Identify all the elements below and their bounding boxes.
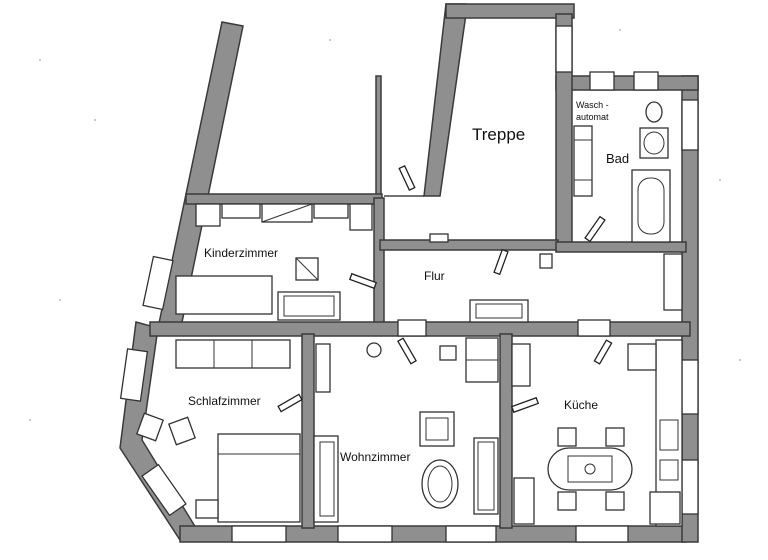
bad-wall-bottom (555, 241, 687, 253)
wohnzimmer-kueche-wall (499, 333, 513, 529)
kueche-chair-3 (557, 491, 577, 511)
schlaf-nightstand-1 (195, 499, 219, 519)
door-stair (384, 164, 424, 197)
bad-sink (639, 127, 669, 159)
window-bottom-1 (231, 525, 287, 543)
label-bad: Bad (606, 151, 629, 166)
kueche-shelf (511, 343, 531, 387)
kueche-corner-unit (649, 491, 681, 525)
kinder-sofa (277, 291, 341, 321)
schlafzimmer-wohnzimmer-wall (301, 333, 315, 529)
window-schlaf-left (119, 348, 149, 402)
door-bad (584, 215, 606, 243)
wohn-armchair (419, 411, 455, 447)
corridor-wall-thin (375, 75, 382, 197)
label-schlafzimmer: Schlafzimmer (188, 394, 261, 408)
label-flur: Flur (424, 269, 445, 283)
kueche-sideboard-bottom (513, 477, 535, 525)
furniture (136, 101, 683, 527)
door-kueche (510, 396, 540, 414)
window-bad-1 (589, 71, 615, 91)
label-treppe: Treppe (472, 125, 525, 144)
window-middle-1 (397, 319, 427, 337)
bad-toilet (645, 101, 663, 123)
kueche-chair-2 (605, 427, 625, 447)
kinder-shelf-3 (313, 203, 349, 219)
waschautomat (573, 125, 593, 197)
window-middle-2 (577, 319, 611, 337)
kueche-chair-1 (557, 427, 577, 447)
label-waschautomat-line2: automat (576, 112, 609, 122)
stair-wall-top (445, 3, 575, 19)
window-right-3 (681, 459, 699, 515)
schlaf-wardrobe (175, 339, 291, 369)
label-wohnzimmer: Wohnzimmer (340, 450, 410, 464)
kueche-top-cabinet (627, 343, 657, 371)
window-bad-2 (633, 71, 659, 91)
outer-wall-top-bad (555, 75, 699, 91)
paper-specks (29, 29, 741, 421)
label-waschautomat-line1: Wasch - (576, 100, 609, 110)
flur-bench (469, 299, 529, 323)
windows (119, 25, 699, 543)
schlaf-bed (217, 433, 301, 523)
wohn-lamp (366, 342, 382, 358)
label-kueche: Küche (564, 398, 598, 412)
kueche-chair-4 (605, 491, 625, 511)
stair-wall-left (423, 3, 467, 197)
walls (119, 3, 699, 543)
window-right-2 (681, 359, 699, 415)
window-schlaf-bottom-left (141, 463, 187, 517)
schlaf-chair-2 (168, 416, 196, 446)
door-kinderzimmer (348, 272, 378, 290)
window-bottom-3 (445, 525, 497, 543)
window-right-1 (681, 99, 699, 151)
doors (277, 164, 613, 414)
kinder-shelf-4 (349, 203, 373, 231)
flur-cabinet (429, 233, 449, 243)
kinder-bed (175, 275, 273, 315)
door-wohnzimmer (397, 337, 417, 365)
kinderzimmer-flur-wall (373, 197, 385, 329)
kueche-dining-table (547, 447, 633, 491)
window-bottom-2 (337, 525, 393, 543)
window-bottom-4 (575, 525, 629, 543)
flur-small-box (539, 253, 553, 269)
wohn-tv (439, 345, 457, 361)
schlaf-chair-1 (136, 412, 164, 442)
door-schlafzimmer (277, 393, 303, 413)
wohn-table (421, 459, 459, 509)
room-labels: Treppe Bad Wasch - automat Kinderzimmer … (188, 100, 629, 464)
window-flur-right (663, 253, 683, 311)
wohn-shelf (315, 343, 331, 393)
label-kinderzimmer: Kinderzimmer (204, 246, 278, 260)
door-flur-entry (493, 248, 509, 276)
door-kueche-top (593, 339, 613, 365)
kinderzimmer-wall-top (185, 193, 383, 205)
window-kinder-left (142, 255, 174, 311)
kinder-shelf-2 (221, 203, 261, 219)
flur-wall-top (379, 239, 559, 251)
window-stair-top (555, 25, 573, 73)
kinder-shelf-1 (195, 203, 221, 227)
